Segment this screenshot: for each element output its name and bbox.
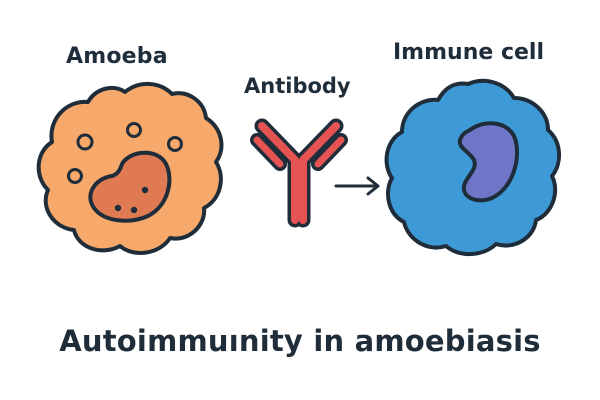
antibody-label: Antibody (244, 74, 351, 98)
amoeba-nucleus-dot (141, 186, 149, 194)
amoeba-cell-icon (36, 82, 224, 255)
arrow-right-icon (334, 176, 380, 196)
amoeba-nucleus-dot (114, 204, 122, 212)
immune-cell-icon (384, 78, 561, 256)
amoeba-label: Amoeba (66, 44, 168, 69)
antibody-light-chain (253, 136, 345, 168)
antibody-heavy-chain (258, 122, 340, 224)
diagram-title: Autoimmuınity in amoebiasis (59, 324, 541, 358)
amoeba-nucleus-dot (130, 206, 138, 214)
amoeba-vacuole (126, 122, 142, 138)
amoeba-nucleus (88, 150, 172, 223)
antibody-y-icon (250, 118, 348, 228)
amoeba-vacuole (167, 136, 183, 152)
amoeba-vacuole (67, 168, 83, 184)
immune-cell-nucleus (457, 121, 519, 203)
amoeba-vacuole (76, 133, 94, 151)
immune-cell-label: Immune cell (393, 40, 544, 65)
